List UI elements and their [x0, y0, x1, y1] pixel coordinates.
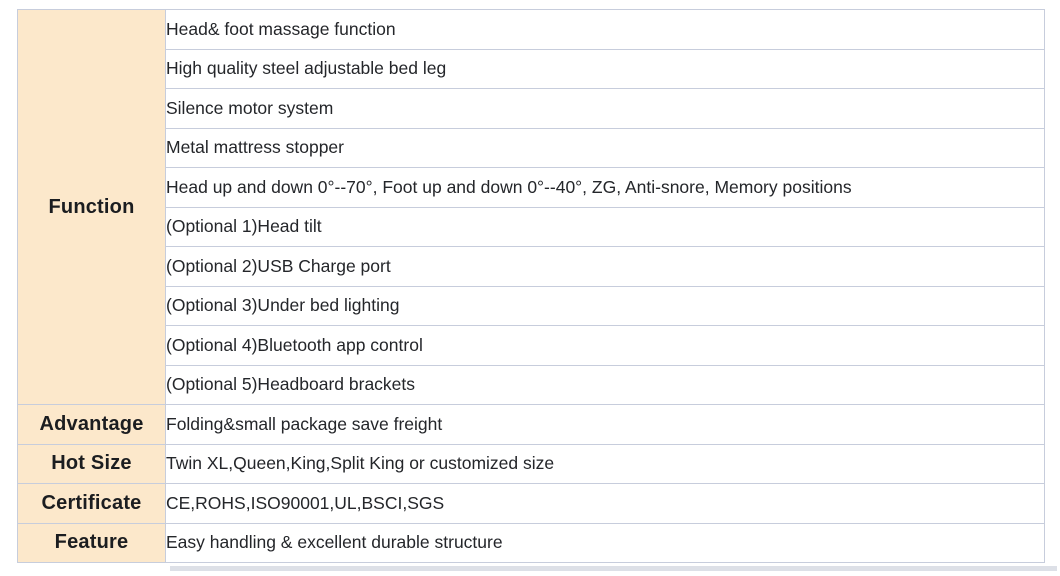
table-row: (Optional 3)Under bed lighting: [18, 285, 1045, 326]
section-label-certificate: Certificate: [17, 483, 166, 524]
section-label-hot-size: Hot Size: [17, 443, 166, 484]
table-row: Hot Size Twin XL,Queen,King,Split King o…: [17, 443, 1045, 484]
section-label-feature: Feature: [17, 522, 166, 563]
table-row: Function Head& foot massage function: [17, 9, 1045, 405]
table-row: Silence motor system: [18, 88, 1045, 129]
spec-value: Twin XL,Queen,King,Split King or customi…: [165, 443, 1045, 484]
spec-value: (Optional 2)USB Charge port: [165, 246, 1045, 287]
table-row: (Optional 1)Head tilt: [18, 206, 1045, 247]
spec-value: (Optional 4)Bluetooth app control: [165, 325, 1045, 366]
spec-value: Folding&small package save freight: [165, 404, 1045, 445]
section-label-function: Function: [17, 9, 166, 405]
product-spec-table: Function Head& foot massage function Hig…: [17, 9, 1045, 563]
spec-value: High quality steel adjustable bed leg: [165, 48, 1045, 89]
table-row: High quality steel adjustable bed leg: [18, 48, 1045, 89]
section-label-advantage: Advantage: [17, 404, 166, 445]
table-row: Certificate CE,ROHS,ISO90001,UL,BSCI,SGS: [17, 483, 1045, 524]
table-row: Advantage Folding&small package save fre…: [17, 404, 1045, 445]
table-row: Feature Easy handling & excellent durabl…: [17, 522, 1045, 563]
table-row: (Optional 4)Bluetooth app control: [18, 325, 1045, 366]
spec-value: (Optional 3)Under bed lighting: [165, 285, 1045, 326]
spec-value: (Optional 1)Head tilt: [165, 206, 1045, 247]
spec-value: Metal mattress stopper: [165, 127, 1045, 168]
table-row: (Optional 5)Headboard brackets: [18, 364, 1045, 405]
spec-value: Head up and down 0°--70°, Foot up and do…: [165, 167, 1045, 208]
spec-value: Silence motor system: [165, 88, 1045, 129]
spec-value: CE,ROHS,ISO90001,UL,BSCI,SGS: [165, 483, 1045, 524]
spec-value: (Optional 5)Headboard brackets: [165, 364, 1045, 405]
next-table-row-edge: [170, 566, 1057, 571]
table-row: Metal mattress stopper: [18, 127, 1045, 168]
table-row: Head up and down 0°--70°, Foot up and do…: [18, 167, 1045, 208]
spec-value: Head& foot massage function: [165, 9, 1045, 50]
spec-value: Easy handling & excellent durable struct…: [165, 522, 1045, 563]
table-row: (Optional 2)USB Charge port: [18, 246, 1045, 287]
